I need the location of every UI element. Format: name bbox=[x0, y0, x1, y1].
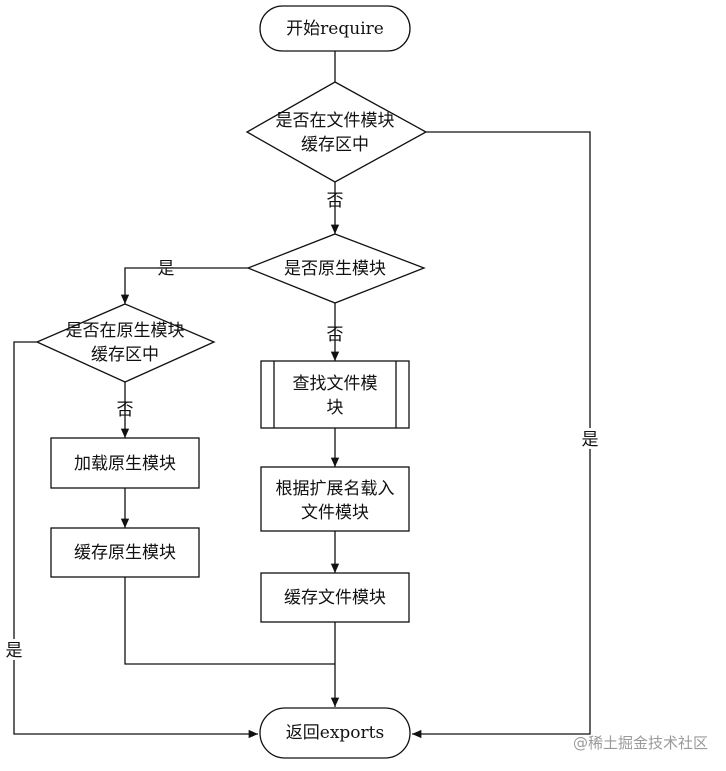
load-by-extension-box bbox=[260, 466, 410, 532]
native-no-label: 否 bbox=[327, 325, 344, 345]
find-file-module-box bbox=[260, 360, 410, 429]
load-native-box bbox=[50, 437, 200, 489]
native-cache-line-1: 是否在原生模块 bbox=[66, 321, 185, 341]
edge-native-cache-yes bbox=[13, 341, 258, 739]
load-native-label: 加载原生模块 bbox=[74, 454, 176, 474]
load-by-extension-line-2: 文件模块 bbox=[301, 503, 369, 523]
end-label: 返回exports bbox=[286, 723, 384, 743]
edge-native-yes bbox=[120, 267, 248, 304]
find-file-module-line-1: 查找文件模 bbox=[293, 374, 378, 394]
file-cache-line-1: 是否在文件模块 bbox=[276, 111, 395, 131]
native-cache-line-2: 缓存区中 bbox=[91, 345, 159, 365]
start-label: 开始require bbox=[286, 19, 384, 39]
load-by-extension-line-1: 根据扩展名载入 bbox=[276, 479, 395, 499]
find-file-module-line-2: 块 bbox=[327, 398, 344, 418]
decision-in-native-cache bbox=[35, 303, 216, 383]
start-terminal bbox=[259, 5, 411, 52]
decision-is-native bbox=[246, 233, 426, 304]
native-yes-label: 是 bbox=[158, 259, 175, 279]
cache-native-box bbox=[50, 527, 200, 578]
watermark: @稀土掘金技术社区 bbox=[573, 734, 708, 752]
end-terminal bbox=[259, 707, 411, 759]
cache-file-module-box bbox=[260, 572, 410, 623]
cache-native-label: 缓存原生模块 bbox=[74, 543, 176, 563]
cache-file-module-label: 缓存文件模块 bbox=[284, 588, 386, 608]
edge-cache-native-to-join bbox=[124, 577, 335, 665]
file-cache-line-2: 缓存区中 bbox=[301, 135, 369, 155]
file-cache-no-label: 否 bbox=[327, 191, 344, 211]
file-cache-yes-label: 是 bbox=[582, 430, 599, 450]
native-cache-yes-label: 是 bbox=[6, 641, 23, 661]
edge-file-cache-yes bbox=[412, 131, 591, 739]
is-native-label: 是否原生模块 bbox=[284, 259, 386, 279]
native-cache-no-label: 否 bbox=[117, 400, 134, 420]
decision-in-file-cache bbox=[245, 81, 428, 183]
